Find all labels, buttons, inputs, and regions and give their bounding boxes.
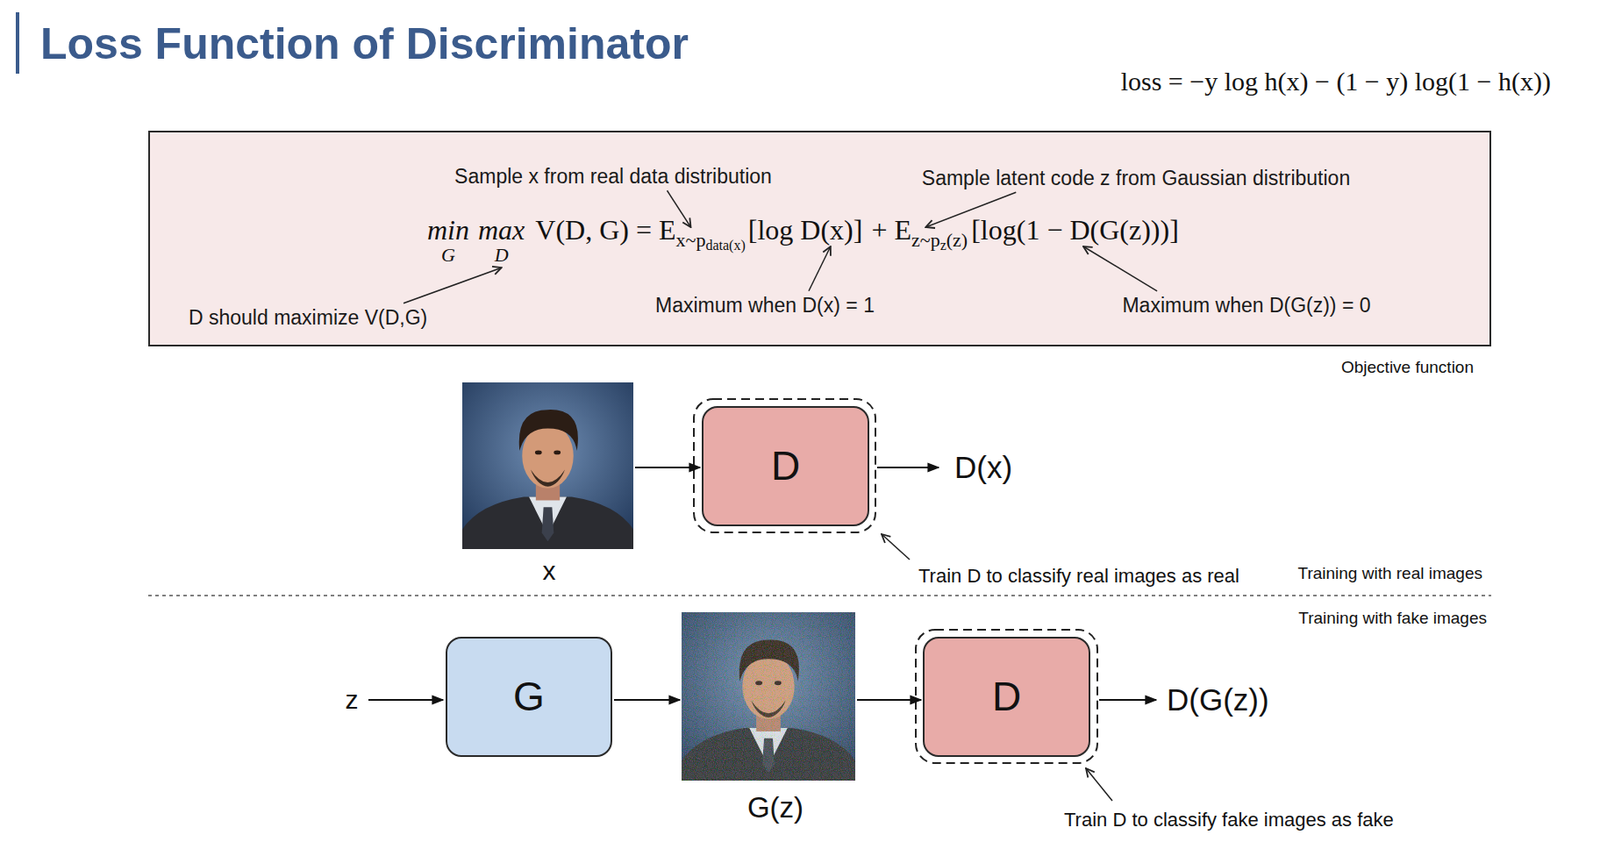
discriminator-box: D <box>701 406 870 527</box>
box-text: D <box>771 443 800 489</box>
formula-term: x~p <box>676 228 707 251</box>
formula-term: V(D, G) = E <box>535 214 676 246</box>
formula-term: max <box>478 214 525 246</box>
trainable-outline <box>693 399 876 533</box>
section-divider <box>148 594 1492 597</box>
formula-row: minGmaxD V(D, G) = Ex~pdata(x)[log D(x)]+… <box>427 213 1179 265</box>
section-note: Training with fake images <box>1298 608 1487 629</box>
formula-term: data(x) <box>705 237 745 253</box>
loss-formula: loss = −y log h(x) − (1 − y) log(1 − h(x… <box>1121 66 1551 98</box>
image-label: x <box>542 556 557 587</box>
operator-stack: minG <box>427 214 470 265</box>
label-wrap: loss = −y log h(x) − (1 − y) log(1 − h(x… <box>1121 66 1551 98</box>
annotation: Maximum when D(G(z)) = 0 <box>1121 293 1371 317</box>
leader-line <box>403 267 502 304</box>
formula-term: (z) <box>946 228 968 251</box>
label-wrap: x <box>542 556 557 587</box>
label-wrap: Training with fake images <box>1298 608 1487 629</box>
annotation: Maximum when D(x) = 1 <box>655 293 875 317</box>
formula-term: min <box>427 214 470 246</box>
annotation-wrap: Sample latent code z from Gaussian distr… <box>921 166 1350 190</box>
subscript: z~pz(z) <box>911 228 968 251</box>
output-label: D(G(z)) <box>1166 682 1270 718</box>
title-bar <box>15 12 20 74</box>
fake-photo <box>681 612 856 781</box>
generator-box: G <box>445 636 613 758</box>
leader-line <box>1085 768 1113 801</box>
formula-term: D <box>494 245 509 265</box>
label-wrap: Objective function <box>1341 357 1474 378</box>
formula-term: + E <box>871 214 912 246</box>
input-label: z <box>345 685 359 716</box>
annotation: Sample latent code z from Gaussian distr… <box>921 166 1350 190</box>
trainable-outline <box>915 629 1098 764</box>
flow-arrow <box>368 699 443 701</box>
flow-arrow <box>1099 699 1157 701</box>
flow-arrow <box>635 466 700 469</box>
formula-term: G <box>441 245 456 265</box>
objective-box: Sample x from real data distribution Samp… <box>148 130 1492 347</box>
leader-line <box>1083 246 1158 292</box>
leader-line <box>808 246 831 292</box>
section-note: Training with real images <box>1298 564 1484 584</box>
annotation: Train D to classify real images as real <box>918 564 1240 587</box>
box-text: G <box>513 674 545 720</box>
flow-arrow <box>614 699 680 701</box>
label-wrap: D(x) <box>954 450 1013 486</box>
label-wrap: Train D to classify fake images as fake <box>1064 808 1394 831</box>
leader-line <box>881 534 910 560</box>
formula-term: [log(1 − D(G(z)))] <box>971 214 1179 246</box>
title-wrap: Loss Function of Discriminator <box>40 19 689 71</box>
image-label: G(z) <box>747 791 804 825</box>
annotation-wrap: D should maximize V(D,G) <box>188 306 428 329</box>
output-label: D(x) <box>954 450 1013 486</box>
annotation: Sample x from real data distribution <box>454 164 772 188</box>
label-wrap: Training with real images <box>1298 564 1484 584</box>
formula-term: z <box>940 237 947 253</box>
annotation-wrap: Maximum when D(G(z)) = 0 <box>1121 293 1371 317</box>
operator-stack: maxD <box>478 214 525 265</box>
formula-term: [log D(x)] <box>748 214 864 246</box>
label-wrap: Train D to classify real images as real <box>918 564 1240 587</box>
annotation-wrap: Maximum when D(x) = 1 <box>655 293 875 317</box>
label-wrap: D(G(z)) <box>1166 682 1270 718</box>
annotation-wrap: Sample x from real data distribution <box>454 164 772 188</box>
flow-arrow <box>877 466 939 469</box>
slide-title: Loss Function of Discriminator <box>40 19 689 71</box>
flow-arrow <box>857 699 922 701</box>
subscript: x~pdata(x) <box>676 228 746 251</box>
label-wrap: z <box>345 685 359 716</box>
box-text: D <box>992 674 1022 720</box>
real-photo <box>462 382 634 550</box>
formula-term: z~p <box>911 228 941 251</box>
annotation: Train D to classify fake images as fake <box>1064 808 1394 831</box>
section-note: Objective function <box>1341 357 1474 378</box>
annotation: D should maximize V(D,G) <box>188 306 428 329</box>
discriminator-box: D <box>922 636 1091 758</box>
label-wrap: G(z) <box>747 791 804 825</box>
